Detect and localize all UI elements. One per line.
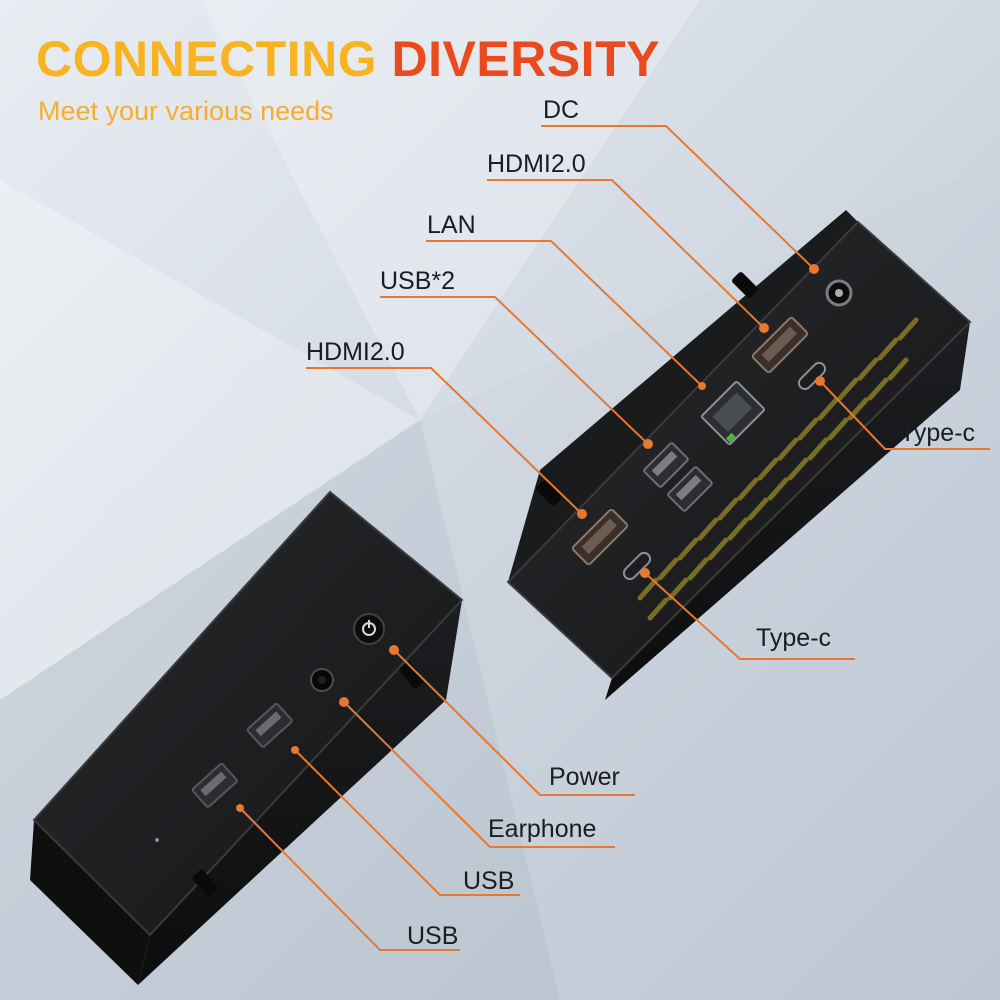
label-hdmi-lower: HDMI2.0 [306,338,405,366]
hdmi-port-upper-icon [751,316,809,374]
headline-word-2: DIVERSITY [391,31,660,87]
usb-port-pair-a-icon [643,442,689,488]
power-button-icon [353,613,385,645]
label-lan: LAN [427,211,476,239]
usb-port-upper-icon [246,702,293,748]
label-earphone: Earphone [488,815,597,843]
hdmi-port-lower-icon [571,508,629,566]
mini-pc-front [30,490,464,985]
leader-dots [236,264,825,812]
mini-pc-rear [506,210,972,700]
headline: CONNECTING DIVERSITY [36,30,660,88]
label-type-c-lower: Type-c [756,624,832,652]
headline-word-1: CONNECTING [36,31,378,87]
subheadline: Meet your various needs [38,96,334,126]
label-power: Power [549,763,620,791]
label-usb-upper: USB [463,867,515,895]
label-type-c-upper: Type-c [900,419,976,447]
label-dc: DC [543,96,580,124]
usb-port-lower-icon [191,762,238,808]
label-hdmi-upper: HDMI2.0 [487,150,586,178]
label-usb-lower: USB [407,922,459,950]
lan-port-icon [701,381,765,445]
label-usb-x2: USB*2 [380,267,456,295]
leader-lines [239,125,990,951]
usb-port-pair-b-icon [667,466,713,512]
